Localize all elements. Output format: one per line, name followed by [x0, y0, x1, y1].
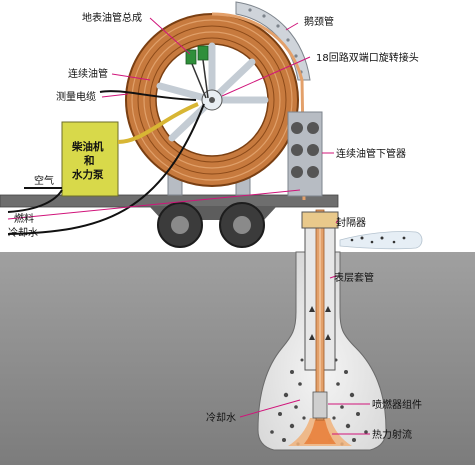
coiled-tubing-reel — [125, 13, 299, 187]
return-flow-arrows — [309, 306, 331, 340]
label-diesel-line1: 柴油机 — [71, 140, 104, 153]
burner-assembly — [312, 391, 328, 419]
label-diesel-line2: 和 — [83, 154, 95, 167]
ground — [0, 252, 475, 465]
label-surface-casing: 表层套管 — [334, 271, 374, 284]
label-gooseneck: 鹅颈管 — [304, 15, 334, 28]
swivel-joint-valves — [185, 45, 209, 99]
label-measurement-cable: 测量电缆 — [56, 90, 96, 103]
thermal-jet-core — [304, 420, 336, 444]
label-burner-assembly: 喷燃器组件 — [372, 398, 422, 411]
diesel-engine-pump-box — [61, 121, 119, 197]
label-packer: 封隔器 — [336, 216, 366, 229]
label-cooling-water-bottom: 冷却水 — [206, 411, 236, 424]
truck-wheels — [157, 202, 265, 248]
label-cooling-water-top: 冷却水 — [8, 226, 38, 239]
tubing-path — [211, 12, 306, 201]
leader-lines — [7, 17, 370, 435]
engine-hose — [117, 102, 199, 144]
label-fuel: 燃料 — [14, 212, 34, 225]
feed-lines — [7, 90, 205, 235]
label-injector-head: 连续油管下管器 — [336, 147, 406, 160]
gooseneck — [235, 1, 311, 81]
packer — [301, 211, 339, 229]
label-coiled-tubing: 连续油管 — [68, 67, 108, 80]
exhaust-particles — [350, 236, 406, 244]
exhaust-plume — [339, 231, 423, 250]
label-diesel-line3: 水力泵 — [71, 168, 104, 181]
label-swivel-joint: 18回路双端口旋转接头 — [316, 51, 419, 64]
label-thermal-jet: 热力射流 — [372, 428, 412, 441]
label-air: 空气 — [34, 174, 54, 187]
injector-head — [287, 111, 323, 197]
label-surface-hose-assembly: 地表油管总成 — [82, 11, 142, 24]
